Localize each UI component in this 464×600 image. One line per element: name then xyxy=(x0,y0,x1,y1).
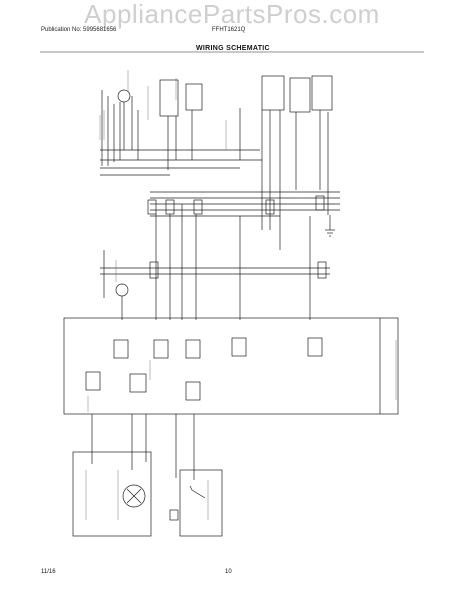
ice-maker-box xyxy=(261,75,285,111)
page-title: WIRING SCHEMATIC xyxy=(196,45,270,52)
evaporator-fan-box xyxy=(311,75,333,111)
model-number: FFHT1621Q xyxy=(212,27,246,33)
switch-box xyxy=(179,469,223,537)
watermark: AppliancePartsPros.com xyxy=(84,0,380,29)
control-knob xyxy=(122,484,146,508)
overload-box xyxy=(185,83,203,111)
relay-box xyxy=(159,79,179,117)
footer-date: 11/16 xyxy=(41,569,56,575)
publication-number: Publication No: 5995681656 xyxy=(41,27,117,33)
valve-box xyxy=(289,77,311,113)
page-number: 10 xyxy=(225,569,232,575)
temperature-control-box xyxy=(72,451,152,537)
control-board-frame xyxy=(63,317,399,415)
